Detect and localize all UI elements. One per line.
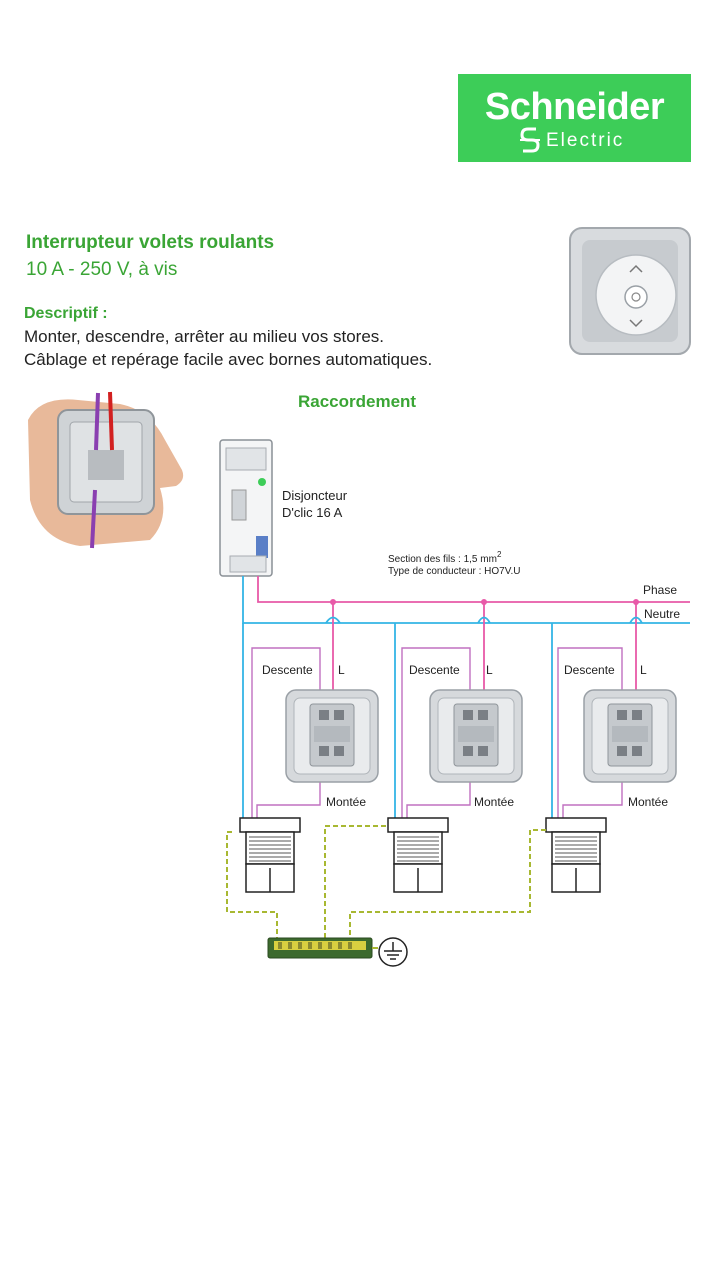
l-label-1: L	[338, 663, 345, 677]
switch-unit-3	[545, 599, 677, 893]
switch-unit-2	[387, 599, 523, 893]
neutre-label: Neutre	[644, 607, 680, 621]
description-line: Câblage et repérage facile avec bornes a…	[24, 350, 433, 369]
neutre-crossing-1	[325, 616, 341, 624]
l-label-3: L	[640, 663, 647, 677]
description-line: Monter, descendre, arrêter au milieu vos…	[24, 327, 384, 346]
l-label-2: L	[486, 663, 493, 677]
descente-label-2: Descente	[409, 663, 460, 677]
earth-ground-icon	[378, 937, 408, 967]
phase-label: Phase	[643, 583, 677, 597]
phase-wire	[257, 576, 690, 603]
montee-label-3: Montée	[628, 795, 668, 809]
earth-wires	[226, 825, 546, 940]
descente-label-3: Descente	[564, 663, 615, 677]
logo-s-icon	[520, 127, 540, 153]
montee-label-1: Montée	[326, 795, 366, 809]
breaker-label-1: Disjoncteur	[282, 488, 348, 503]
conductor-type-text: Type de conducteur : HO7V.U	[388, 566, 521, 577]
description-heading: Descriptif :	[24, 305, 108, 322]
product-title: Interrupteur volets roulants	[26, 232, 275, 253]
product-subtitle: 10 A - 250 V, à vis	[26, 259, 178, 280]
neutre-wire	[242, 576, 690, 624]
logo-brand-sub: Electric	[546, 130, 625, 151]
wire-section-text: Section des fils : 1,5 mm2	[388, 550, 502, 565]
schneider-logo: Schneider Electric	[458, 74, 691, 162]
circuit-breaker	[219, 439, 273, 577]
section-heading: Raccordement	[298, 392, 417, 411]
switch-product-image	[569, 227, 691, 355]
earth-terminal-block	[267, 937, 378, 959]
switch-unit-1	[239, 599, 379, 893]
logo-brand-name: Schneider	[484, 86, 665, 128]
montee-label-2: Montée	[474, 795, 514, 809]
breaker-label-2: D'clic 16 A	[282, 505, 343, 520]
hand-wiring-photo	[25, 391, 185, 549]
descente-label-1: Descente	[262, 663, 313, 677]
